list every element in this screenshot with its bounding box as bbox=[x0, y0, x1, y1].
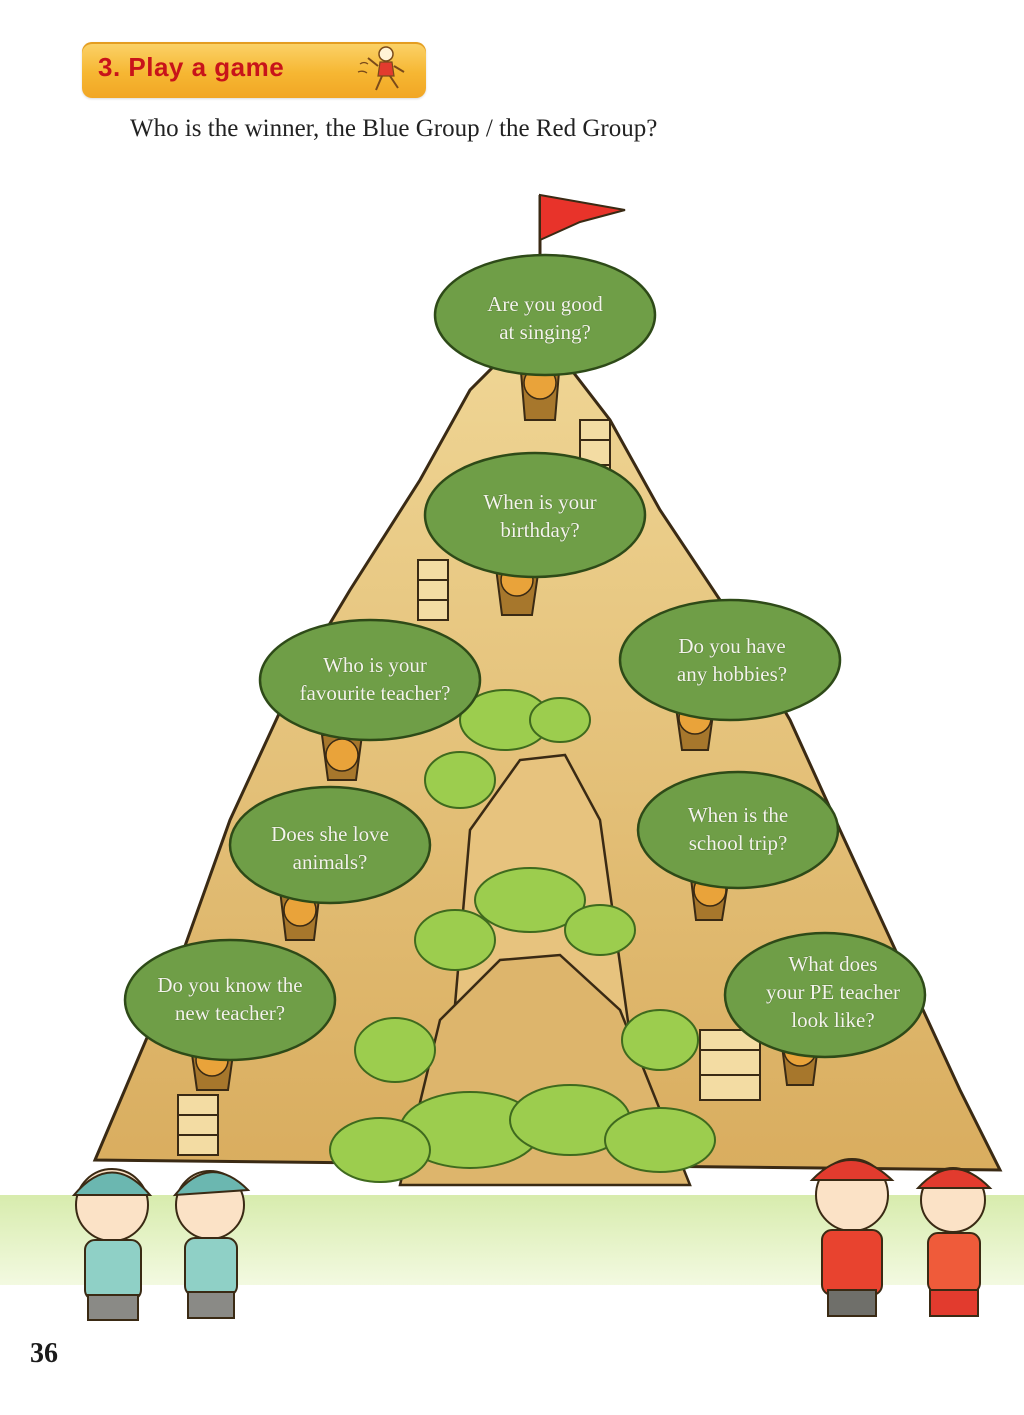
cloud-line: Are you good bbox=[487, 292, 603, 316]
blue-kid-2 bbox=[172, 1170, 251, 1319]
flag-icon bbox=[538, 193, 626, 265]
blue-group bbox=[71, 1168, 251, 1321]
cloud-line: Does she love bbox=[271, 822, 389, 846]
cloud-line: When is the bbox=[687, 803, 789, 827]
cloud-line: new teacher? bbox=[174, 1001, 286, 1025]
cloud-line: birthday? bbox=[500, 518, 580, 542]
cloud-line: What does bbox=[788, 952, 878, 976]
cloud-line: Do you know the bbox=[157, 973, 303, 997]
section-title: 3. Play a game bbox=[98, 52, 285, 82]
cloud-left-1: Who is your favourite teacher? bbox=[270, 651, 480, 707]
cloud-mid-upper: When is your birthday? bbox=[440, 488, 640, 544]
cloud-line: your PE teacher bbox=[765, 980, 901, 1004]
cloud-left-2: Does she love animals? bbox=[235, 820, 425, 876]
blue-kid-1 bbox=[71, 1168, 153, 1321]
cloud-right-3: What does your PE teacher look like? bbox=[738, 950, 928, 1034]
red-kid-1 bbox=[809, 1158, 895, 1317]
cloud-right-2: When is the school trip? bbox=[643, 801, 833, 857]
bushes bbox=[329, 689, 716, 1183]
cloud-top: Are you good at singing? bbox=[445, 290, 645, 346]
cloud-right-1: Do you have any hobbies? bbox=[632, 632, 832, 688]
cloud-line: Do you have bbox=[678, 634, 786, 658]
page-number: 36 bbox=[30, 1338, 58, 1369]
question-text: Who is the winner, the Blue Group / the … bbox=[130, 115, 658, 142]
cloud-left-3: Do you know the new teacher? bbox=[130, 971, 330, 1027]
cloud-line: When is your bbox=[483, 490, 597, 514]
cloud-line: animals? bbox=[292, 850, 368, 874]
cloud-line: at singing? bbox=[499, 320, 591, 344]
red-kid-2 bbox=[915, 1167, 993, 1317]
tree-canopies bbox=[123, 253, 927, 1062]
cloud-line: favourite teacher? bbox=[299, 681, 451, 705]
stairs bbox=[177, 419, 761, 1156]
cloud-line: Who is your bbox=[323, 653, 427, 677]
cloud-line: school trip? bbox=[688, 831, 788, 855]
red-group bbox=[809, 1158, 993, 1317]
mascot-icon bbox=[357, 46, 405, 91]
section-banner: 3. Play a game bbox=[82, 42, 426, 98]
cloud-line: any hobbies? bbox=[676, 662, 788, 686]
cloud-line: look like? bbox=[791, 1008, 875, 1032]
